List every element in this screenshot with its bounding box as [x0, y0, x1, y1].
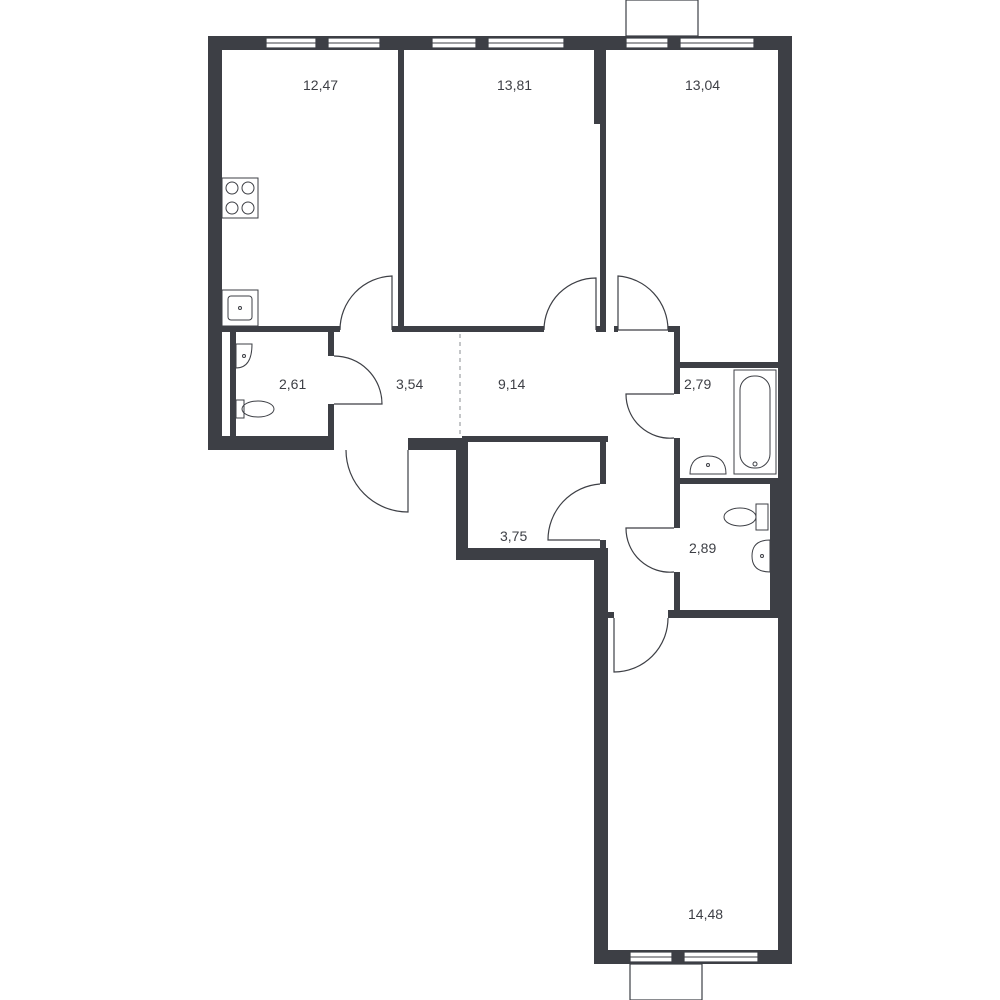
interior-walls: [222, 50, 778, 618]
wall-left: [208, 36, 222, 450]
outer-walls: [208, 36, 792, 964]
fixtures: [221, 177, 777, 573]
area-label-bedroom-right: 13,04: [685, 77, 720, 93]
partition: [596, 326, 606, 332]
partition: [674, 478, 778, 484]
partition: [674, 484, 680, 528]
stove-icon: [221, 177, 259, 219]
wall-storage-left: [456, 440, 468, 560]
partition: [770, 484, 778, 610]
door-bedroom-bottom: [613, 617, 669, 673]
area-label-storage: 3,75: [500, 528, 527, 544]
partition: [674, 572, 680, 616]
area-label-bedroom-middle: 13,81: [497, 77, 532, 93]
door-bathroom: [625, 393, 675, 439]
partition: [606, 612, 614, 618]
partition: [594, 50, 602, 124]
partition: [674, 326, 680, 394]
partition: [392, 326, 544, 332]
sink-icon: [235, 343, 253, 369]
area-label-bathroom: 2,79: [684, 376, 711, 392]
wall-bottom-left: [594, 548, 608, 964]
partition: [674, 438, 680, 478]
area-label-hall-left: 3,54: [396, 376, 423, 392]
balcony: [629, 963, 703, 1000]
door-washroom: [625, 527, 675, 573]
door-entrance: [345, 449, 409, 513]
windows-top: [265, 0, 755, 49]
door-toilet: [333, 355, 383, 405]
partition: [600, 436, 606, 484]
partition: [398, 50, 404, 330]
area-label-bedroom-bottom: 14,48: [688, 906, 723, 922]
room-labels: 12,47 13,81 13,04 2,61 3,54 9,14 2,79 3,…: [279, 77, 723, 922]
area-label-washroom: 2,89: [689, 540, 716, 556]
sink-icon: [751, 539, 771, 573]
partition: [668, 326, 674, 332]
partition: [222, 326, 340, 332]
windows-bottom: [629, 951, 759, 1000]
partition: [674, 362, 778, 368]
wall-storage-bottom: [456, 548, 608, 560]
area-label-kitchen: 12,47: [303, 77, 338, 93]
partition: [230, 332, 236, 436]
partition: [600, 540, 606, 552]
partition: [328, 404, 334, 444]
kitchen-sink-icon: [221, 289, 259, 327]
sink-icon: [689, 455, 727, 475]
area-label-hall-main: 9,14: [498, 376, 525, 392]
toilet-icon: [723, 503, 769, 531]
partition: [328, 332, 334, 356]
wall-left-lower: [208, 436, 334, 450]
partition: [614, 326, 618, 332]
area-label-toilet: 2,61: [279, 376, 306, 392]
balcony: [625, 0, 699, 37]
partition: [668, 610, 778, 618]
doors: [333, 275, 675, 673]
bathtub-icon: [733, 369, 777, 475]
door-kitchen: [339, 275, 393, 331]
toilet-icon: [235, 399, 275, 419]
door-bedroom-middle: [543, 277, 597, 331]
door-bedroom-right: [617, 275, 669, 331]
door-storage: [547, 483, 601, 541]
partition: [600, 50, 606, 330]
wall-right: [778, 36, 792, 964]
wall-entry-right: [408, 438, 468, 450]
partition: [462, 436, 608, 442]
